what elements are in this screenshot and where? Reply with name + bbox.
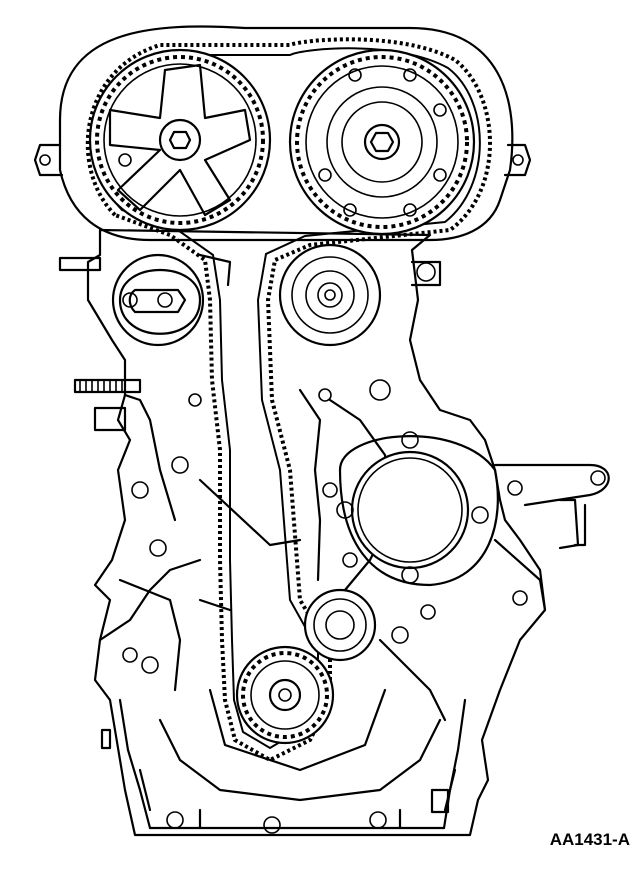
camshaft-sprocket-left [88,48,272,232]
idler-pulley-upper [278,243,382,347]
tensioner-pulley [111,253,232,347]
crankshaft-sprocket [235,645,335,745]
side-fittings [58,256,587,814]
camshaft-sprocket-right [288,48,476,236]
figure-reference-code: AA1431-A [549,830,630,849]
water-pump-housing [336,379,610,612]
idler-pulley-lower [303,588,436,662]
engine-block [86,228,547,837]
fastener-holes [122,260,442,834]
cam-cover [33,25,532,242]
